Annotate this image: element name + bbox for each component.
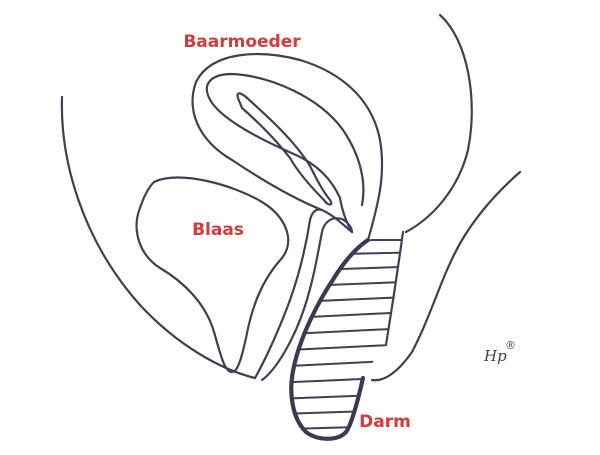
outer-body-right-outline bbox=[404, 13, 473, 234]
uterus-inner-outline bbox=[205, 72, 365, 234]
uterus-label: Baarmoeder bbox=[183, 32, 301, 52]
bladder-label: Blaas bbox=[192, 220, 244, 240]
bladder-outline bbox=[135, 176, 290, 374]
bowel-label: Darm bbox=[359, 412, 411, 432]
vagina-back-wall-outline bbox=[260, 217, 354, 382]
uterine-cavity-outline bbox=[236, 92, 333, 206]
bowel-outline bbox=[289, 237, 371, 441]
vagina-front-wall-outline bbox=[253, 208, 324, 380]
artist-signature: Hp bbox=[483, 347, 507, 365]
uterus-outer-outline bbox=[191, 53, 384, 242]
registered-mark: ® bbox=[505, 339, 516, 352]
outer-body-left-outline bbox=[60, 95, 257, 380]
bowel-right-outline bbox=[384, 230, 405, 347]
perineum-outline bbox=[370, 170, 522, 382]
